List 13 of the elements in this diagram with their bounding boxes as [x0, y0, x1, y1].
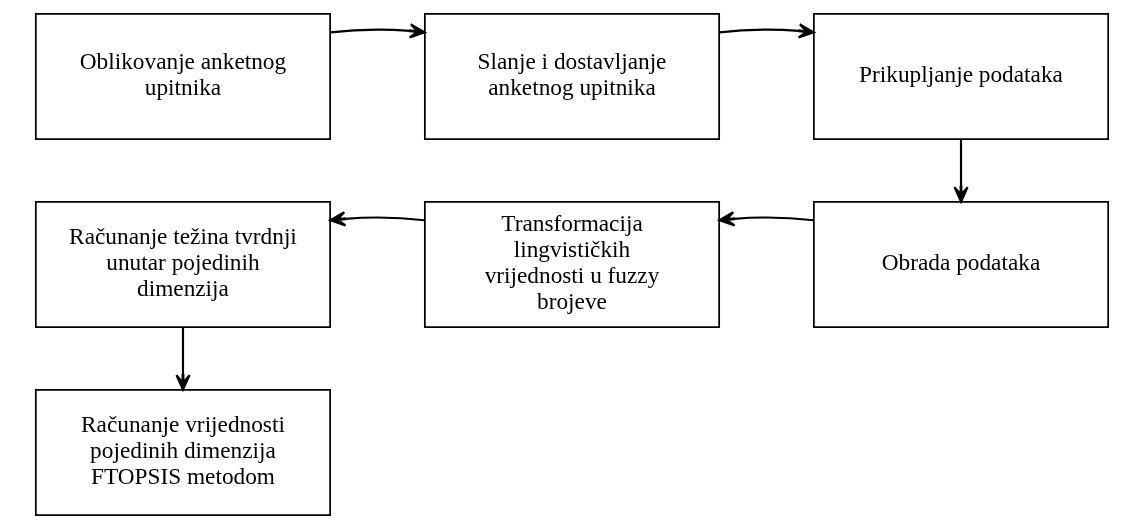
node-box: Slanje i dostavljanje anketnog upitnika [423, 13, 720, 141]
arrow [329, 23, 426, 39]
node-box: Transformacija lingvističkih vrijednosti u fuzzy brojeve [423, 200, 720, 329]
node-box: Prikupljanje podataka [812, 13, 1109, 141]
node-box: Računanje težina tvrdnji unutar pojedinih dimenzija [34, 200, 331, 329]
node-box: Obrada podataka [812, 200, 1109, 329]
arrow [952, 139, 969, 203]
arrow [717, 211, 814, 227]
arrow [328, 211, 425, 227]
arrow [174, 327, 191, 391]
node-box: Računanje vrijednosti pojedinih dimenzija FTOPSIS metodom [34, 388, 331, 516]
node-box: Oblikovanje anketnog upitnika [34, 13, 331, 141]
arrow [718, 23, 815, 39]
